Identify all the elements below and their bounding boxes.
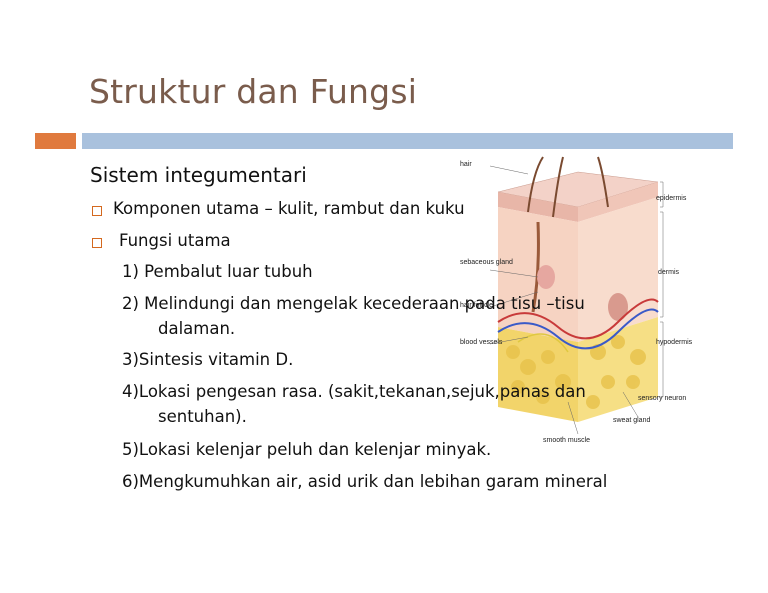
label-sweat-gland: sweat gland bbox=[613, 417, 650, 424]
list-item: 5)Lokasi kelenjar peluh dan kelenjar min… bbox=[122, 440, 492, 459]
bullet-icon bbox=[92, 238, 102, 248]
header-bar bbox=[82, 133, 733, 149]
skin-diagram: hair epidermis sebaceous gland dermis ha… bbox=[460, 156, 692, 444]
list-item: 2) Melindungi dan mengelak kecederaan pa… bbox=[122, 294, 585, 313]
bullet-icon bbox=[92, 206, 102, 216]
label-blood-vessels: blood vessels bbox=[460, 339, 503, 346]
label-dermis: dermis bbox=[658, 269, 680, 276]
list-item: 4)Lokasi pengesan rasa. (sakit,tekanan,s… bbox=[122, 382, 586, 401]
label-hair-follicle: hair follicle bbox=[460, 302, 493, 309]
list-item: 1) Pembalut luar tubuh bbox=[122, 262, 313, 281]
list-item-continuation: sentuhan). bbox=[158, 407, 247, 426]
bullet-item: Komponen utama – kulit, rambut dan kuku bbox=[113, 199, 465, 218]
label-sebaceous-gland: sebaceous gland bbox=[460, 259, 513, 266]
list-item: 6)Mengkumuhkan air, asid urik dan lebiha… bbox=[122, 472, 608, 491]
slide-title: Struktur dan Fungsi bbox=[89, 72, 418, 111]
bullet-item: Fungsi utama bbox=[119, 231, 231, 250]
list-item: 3)Sintesis vitamin D. bbox=[122, 350, 294, 369]
accent-bar bbox=[35, 133, 76, 149]
label-hypodermis: hypodermis bbox=[656, 339, 692, 346]
label-sensory-neuron: sensory neuron bbox=[638, 395, 686, 402]
list-item-continuation: dalaman. bbox=[158, 319, 236, 338]
label-smooth-muscle: smooth muscle bbox=[543, 437, 590, 444]
slide-subtitle: Sistem integumentari bbox=[90, 163, 307, 187]
label-hair: hair bbox=[460, 161, 472, 168]
label-epidermis: epidermis bbox=[656, 195, 687, 202]
